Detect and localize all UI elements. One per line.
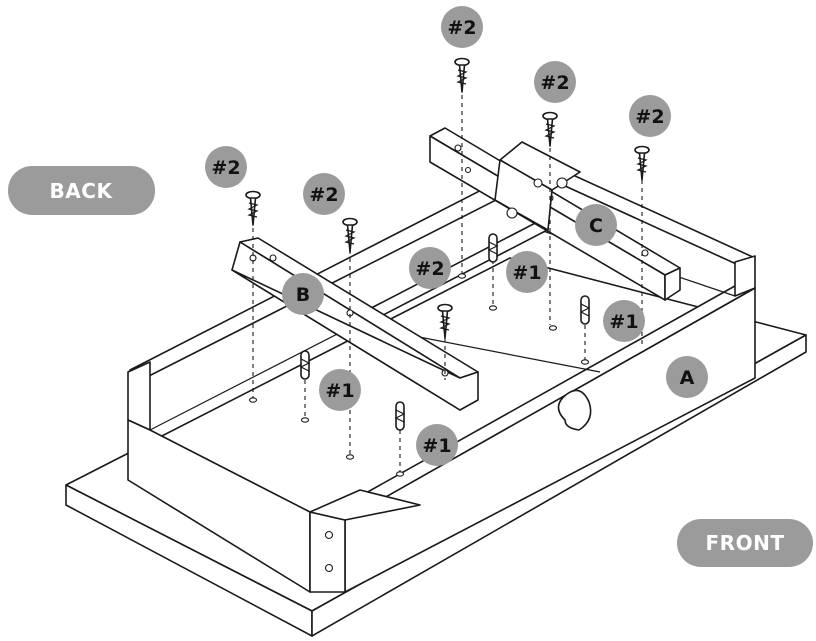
callout-screw-label: #2 [211, 157, 240, 179]
callout-dowel: #1 [506, 251, 548, 293]
callout-screw: #2 [303, 173, 345, 215]
callout-screw-label: #2 [635, 106, 664, 128]
part-label-c: C [589, 215, 603, 237]
callout-dowel: #1 [416, 424, 458, 466]
callout-screw: #2 [534, 61, 576, 103]
target-holes [248, 273, 590, 477]
dowel-icon [579, 295, 591, 325]
screw-icon [437, 303, 453, 339]
part-callout-b: B [282, 273, 324, 315]
dowel-icon [394, 401, 406, 431]
part-label-b: B [296, 284, 310, 306]
callout-screw: #2 [205, 146, 247, 188]
part-callout-a: A [666, 356, 708, 398]
part-callout-c: C [575, 204, 617, 246]
front-label-pill: FRONT [677, 519, 813, 567]
callout-screw-label: #2 [540, 72, 569, 94]
dowels [299, 233, 591, 431]
callout-dowel: #1 [603, 300, 645, 342]
callout-dowel-label: #1 [512, 262, 541, 284]
screw-icon [245, 190, 261, 226]
callout-screw: #2 [441, 6, 483, 48]
dowel-icon [487, 233, 499, 263]
callout-dowel-label: #1 [609, 311, 638, 333]
callout-dowel-label: #1 [325, 380, 354, 402]
front-label: FRONT [706, 531, 785, 555]
callout-dowel-label: #1 [422, 435, 451, 457]
callout-screw: #2 [409, 247, 451, 289]
callout-screw-label: #2 [415, 258, 444, 280]
part-label-a: A [680, 367, 695, 389]
screw-icon [542, 111, 558, 147]
callout-dowel: #1 [319, 369, 361, 411]
screw-icon [342, 217, 358, 253]
back-label: BACK [50, 179, 114, 203]
assembly-guides [252, 95, 643, 472]
dowel-icon [299, 350, 311, 380]
screws [245, 57, 650, 339]
screw-icon [454, 57, 470, 93]
screw-icon [634, 145, 650, 181]
callout-screw-label: #2 [309, 184, 338, 206]
corner-bracket [494, 141, 581, 231]
back-label-pill: BACK [8, 166, 155, 215]
callout-screw-label: #2 [447, 17, 476, 39]
callout-screw: #2 [629, 95, 671, 137]
